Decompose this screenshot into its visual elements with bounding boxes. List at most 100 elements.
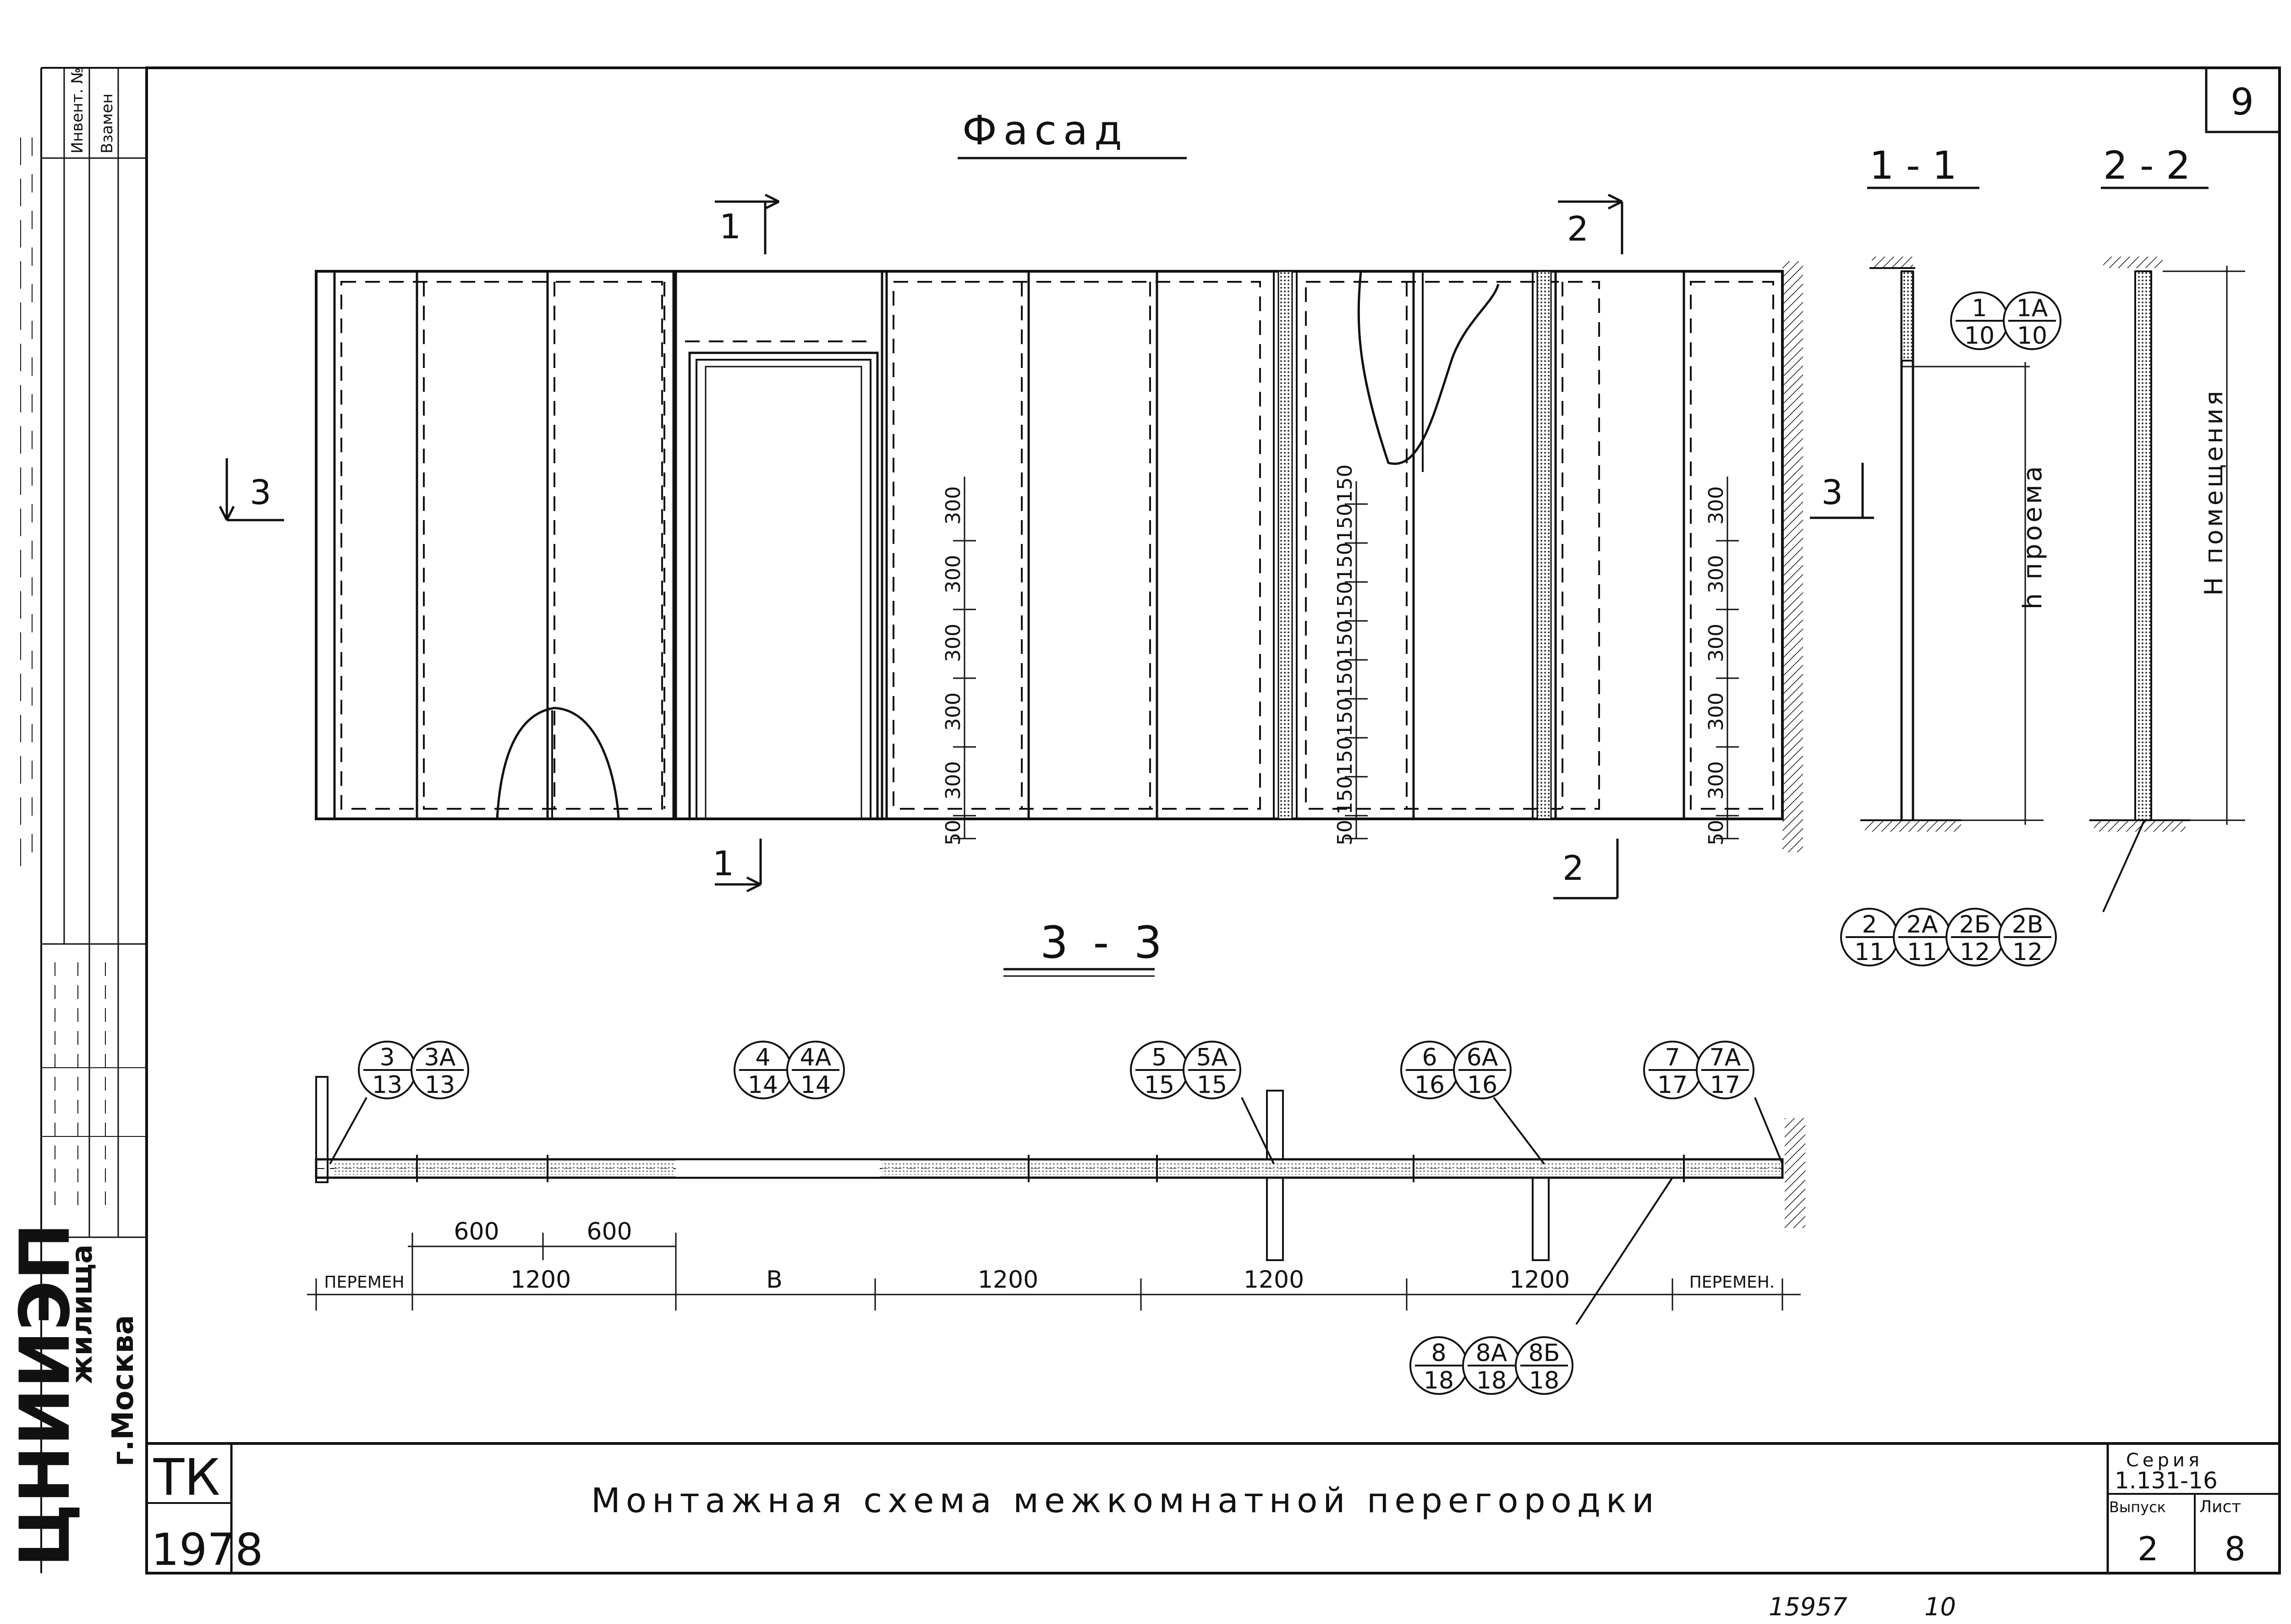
dimension-label: 300 — [942, 692, 965, 731]
inventory-label: Инвент. № — [68, 67, 87, 154]
callout-sheet: 13 — [425, 1071, 455, 1099]
section-marker-2-bottom: 2 — [1553, 839, 1619, 900]
plan-3-3-title: 3 - 3 — [1040, 917, 1167, 968]
callout-sheet: 16 — [1467, 1071, 1497, 1099]
callout-ref: 818 — [1409, 1336, 1468, 1395]
dimension-label: 1200 — [978, 1266, 1038, 1294]
dimension-label: 150 — [1333, 698, 1357, 737]
dimension-label: 300 — [1705, 486, 1728, 525]
sheet-frame: Инвент. № Взамен — [20, 66, 2281, 1575]
section-1-label-top: 1 — [719, 207, 741, 247]
facade-view: Фасад — [219, 107, 1874, 900]
callout-node: 2Б — [1959, 911, 1991, 938]
callout-node: 8А — [1476, 1339, 1507, 1367]
dimension-label: ПЕРЕМЕН. — [1689, 1273, 1775, 1292]
organisation-stamp: ЦНИИЭП жилища г.Москва — [5, 1223, 140, 1567]
dimension-label: 1200 — [1509, 1266, 1570, 1294]
drawing-title: Монтажная схема межкомнатной перегородки — [591, 1481, 1660, 1520]
issue-label: Выпуск — [2109, 1498, 2166, 1516]
callout-sheet: 15 — [1197, 1071, 1227, 1099]
org-main-name: ЦНИИЭП — [5, 1223, 85, 1567]
callout-sheet: 10 — [2017, 322, 2047, 350]
dimension-label: 600 — [586, 1218, 632, 1245]
callout-ref: 414 — [734, 1041, 792, 1099]
joint-strip-2 — [1536, 270, 1552, 820]
year: 1978 — [151, 1524, 263, 1575]
section-1-1-title: 1 - 1 — [1869, 143, 1957, 188]
dimension-label: 1200 — [1244, 1266, 1304, 1294]
callout-ref: 110 — [1950, 291, 2009, 350]
callout-node: 3А — [424, 1044, 456, 1071]
section-3-label-right: 3 — [1821, 473, 1843, 512]
dimension-label: 300 — [942, 761, 965, 800]
callout-sheet: 11 — [1907, 938, 1937, 966]
callout-node: 8 — [1431, 1339, 1446, 1367]
callout-sheet: 12 — [2012, 938, 2043, 966]
dimension-label: 1200 — [510, 1266, 571, 1294]
section-3-label-left: 3 — [250, 473, 271, 512]
callout-node: 4А — [800, 1044, 832, 1071]
series-value: 1.131-16 — [2115, 1467, 2218, 1494]
callout-sheet: 18 — [1529, 1367, 1559, 1394]
callout-sheet: 12 — [1960, 938, 1990, 966]
sheet-value: 8 — [2225, 1530, 2246, 1568]
callout-sheet: 17 — [1657, 1071, 1688, 1099]
dimension-label: 150 — [1333, 543, 1357, 581]
org-sub-name: жилища — [65, 1245, 99, 1384]
org-city: г.Москва — [106, 1315, 140, 1466]
section-2-label-top: 2 — [1567, 209, 1589, 249]
callout-node: 7А — [1710, 1044, 1741, 1071]
callout-ref: 211 — [1840, 908, 1899, 966]
series-label: Серия — [2126, 1450, 2203, 1471]
callout-node: 1 — [1972, 295, 1987, 322]
callout-node: 2В — [2012, 911, 2044, 938]
dimension-label: 300 — [1705, 761, 1728, 800]
callout-node: 4 — [755, 1044, 770, 1071]
tk-mark: ТК — [153, 1448, 220, 1507]
sheet-label: Лист — [2199, 1498, 2241, 1516]
dimension-label: 300 — [1705, 555, 1728, 593]
replaced-label: Взамен — [98, 93, 116, 154]
callout-ref: 616 — [1400, 1041, 1459, 1099]
page-number: 9 — [2231, 81, 2254, 123]
callout-sheet: 14 — [748, 1071, 778, 1099]
callout-sheet: 16 — [1414, 1071, 1445, 1099]
section-marker-3-right: 3 — [1810, 463, 1874, 519]
callout-node: 7 — [1665, 1044, 1680, 1071]
callout-sheet: 11 — [1854, 938, 1885, 966]
h-room-label: H помещения — [2199, 388, 2228, 596]
dimension-label: 150 — [1333, 465, 1357, 503]
callout-node: 6А — [1467, 1044, 1498, 1071]
dimension-label: 150 — [1333, 504, 1357, 542]
callout-node: 2А — [1907, 911, 1938, 938]
section-marker-3-left: 3 — [219, 458, 284, 521]
dimension-label: 150 — [1333, 737, 1357, 776]
section-2-label-bottom: 2 — [1562, 849, 1584, 888]
issue-value: 2 — [2138, 1530, 2159, 1568]
plan-3-3: 3 - 3 — [307, 917, 1805, 1395]
callout-node: 1А — [2017, 295, 2048, 322]
callout-node: 5 — [1151, 1044, 1167, 1071]
callout-ref: 717 — [1643, 1041, 1702, 1099]
section-marker-2-top: 2 — [1558, 193, 1623, 254]
joint-strip-1 — [1277, 270, 1293, 820]
section-1-label-bottom: 1 — [713, 844, 734, 883]
dimension-label: 150 — [1333, 582, 1357, 620]
dimension-label: 50 — [942, 820, 965, 845]
section-2-2-title: 2 - 2 — [2103, 143, 2191, 188]
callout-node: 5А — [1196, 1044, 1228, 1071]
